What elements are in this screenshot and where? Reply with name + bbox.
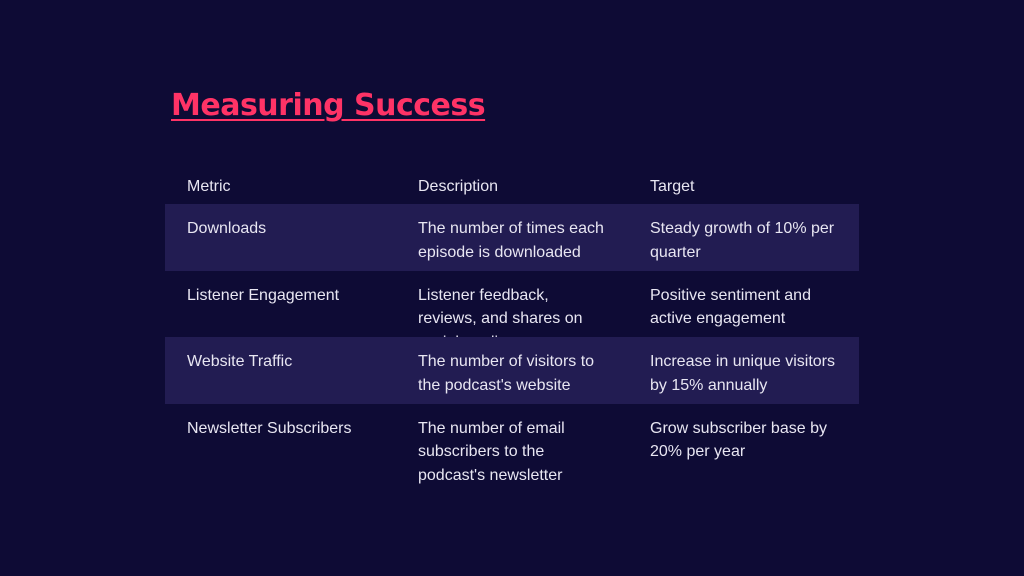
metrics-table: Metric Description Target Downloads The …: [165, 164, 859, 484]
table-row: Website Traffic The number of visitors t…: [165, 337, 859, 404]
target-cell: Steady growth of 10% per quarter: [650, 220, 835, 261]
table-header-row: Metric Description Target: [165, 164, 859, 204]
column-header-metric: Metric: [187, 178, 231, 195]
metric-cell: Listener Engagement: [187, 286, 340, 304]
table-row: Newsletter Subscribers The number of ema…: [165, 404, 859, 484]
column-header-target: Target: [650, 178, 695, 195]
metric-cell: Newsletter Subscribers: [187, 419, 352, 437]
metric-cell: Downloads: [187, 220, 267, 237]
description-cell: The number of visitors to the podcast's …: [418, 353, 595, 394]
target-cell: Increase in unique visitors by 15% annua…: [650, 353, 835, 394]
description-cell: The number of email subscribers to the p…: [418, 419, 565, 484]
description-cell: Listener feedback, reviews, and shares o…: [418, 286, 583, 338]
column-header-description: Description: [418, 178, 499, 195]
metric-cell: Website Traffic: [187, 353, 293, 370]
description-cell: The number of times each episode is down…: [418, 220, 604, 261]
table-row: Listener Engagement Listener feedback, r…: [165, 271, 859, 338]
table-row: Downloads The number of times each episo…: [165, 204, 859, 271]
slide-title: Measuring Success: [171, 88, 486, 123]
target-cell: Positive sentiment and active engagement: [650, 286, 811, 328]
target-cell: Grow subscriber base by 20% per year: [650, 419, 827, 461]
